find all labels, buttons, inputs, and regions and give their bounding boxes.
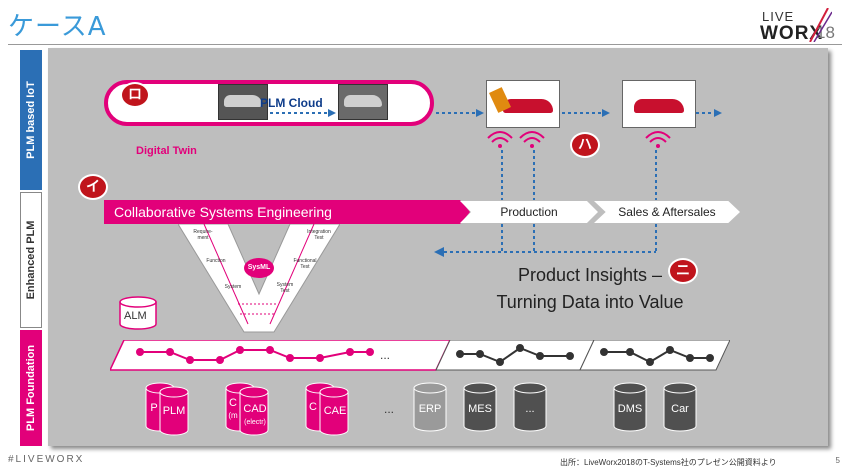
vmodel-label-system-test: System Test — [276, 282, 294, 294]
vmodel-label-requirement: Require-ment — [193, 229, 213, 241]
marker-i: イ — [78, 174, 108, 200]
vmodel-label-functional-test: Functional Test — [293, 258, 317, 270]
vmodel-label-function: Function — [206, 258, 226, 264]
feedback-lines — [434, 150, 657, 257]
liveworx-logo: LIVE WORX 18 — [746, 8, 836, 44]
title-divider — [8, 44, 842, 45]
vmodel-label-system: System — [224, 284, 242, 290]
plm-cloud-label: PLM Cloud — [260, 96, 323, 110]
cloud-to-production-arrow-icon — [436, 109, 484, 117]
insights-line1: Product Insights – — [517, 265, 663, 285]
sysml-badge: SysML — [244, 258, 274, 278]
footer-hashtag: #LIVEWORX — [8, 454, 85, 465]
marker-ni: ニ — [668, 258, 698, 284]
cyl-label-ellipsis: ... — [525, 403, 535, 415]
cyl-label-dms: DMS — [617, 403, 643, 415]
sidebar-plm-foundation: PLM Foundation — [20, 330, 42, 446]
insights-line2: Turning Data into Value — [496, 292, 684, 312]
logo-live-text: LIVE — [762, 9, 795, 24]
cyl-label-cae: CAE — [323, 405, 347, 417]
cyl-label-car: Car — [671, 403, 689, 415]
alm-label: ALM — [124, 310, 147, 322]
v-model-diagram — [178, 224, 340, 333]
cyl-label-mes: MES — [468, 403, 492, 415]
database-cylinders — [145, 382, 697, 436]
slide-title: ケースA — [8, 12, 107, 42]
product-insights-text: Product Insights – Turning Data into Val… — [470, 262, 710, 316]
sidebar-enhanced-plm: Enhanced PLM — [20, 192, 42, 328]
foundation-bar — [110, 340, 730, 371]
cyl-label-c2: C — [309, 401, 317, 413]
logo-year-text: 18 — [816, 23, 835, 42]
cyl-label-plm: PLM — [162, 405, 186, 417]
cyl-label-electr: (electr) — [244, 419, 266, 426]
logo-x-mark-icon — [809, 8, 832, 42]
sales-car-photo — [622, 80, 696, 128]
marker-ha: ハ — [570, 132, 600, 158]
production-robot-photo — [486, 80, 560, 128]
systems-ellipsis-1: ... — [384, 402, 395, 416]
alm-database-icon — [119, 296, 157, 330]
sidebar-label-bottom: PLM Foundation — [25, 344, 37, 432]
cyl-label-cad: CAD — [243, 403, 267, 415]
cloud-arrow-icon — [270, 109, 336, 117]
cloud-car-image-left — [218, 84, 268, 120]
digital-twin-label: Digital Twin — [136, 145, 197, 157]
marker-ro: ロ — [120, 82, 150, 108]
sidebar-label-middle: Enhanced PLM — [25, 220, 37, 300]
sidebar-label-top: PLM based IoT — [25, 81, 37, 159]
source-citation: 出所：LiveWorx2018のT-Systems社のプレゼン公開資料より — [560, 458, 777, 467]
foundation-ellipsis: ... — [380, 348, 391, 362]
stage1-arrow-tip — [460, 200, 470, 224]
production-signal-icon — [487, 131, 545, 148]
stage-collaborative-systems-engineering: Collaborative Systems Engineering — [104, 200, 460, 224]
vmodel-label-integration-test: Integration Test — [307, 229, 331, 241]
sales-signal-icon — [645, 131, 671, 148]
sales-out-arrow-icon — [696, 109, 722, 117]
cloud-car-image-right — [338, 84, 388, 120]
production-to-sales-arrow-icon — [562, 109, 610, 117]
cyl-label-erp: ERP — [418, 403, 442, 415]
logo-worx-text: WORX — [760, 23, 824, 44]
stage-sales-aftersales: Sales & Aftersales — [594, 201, 740, 223]
cyl-label-m: (m — [228, 411, 238, 420]
page-number: 5 — [835, 456, 840, 465]
cyl-label-p: P — [150, 402, 158, 414]
cyl-label-c1: C — [229, 397, 237, 409]
sidebar-plm-based-iot: PLM based IoT — [20, 50, 42, 190]
stage-production: Production — [460, 201, 598, 223]
